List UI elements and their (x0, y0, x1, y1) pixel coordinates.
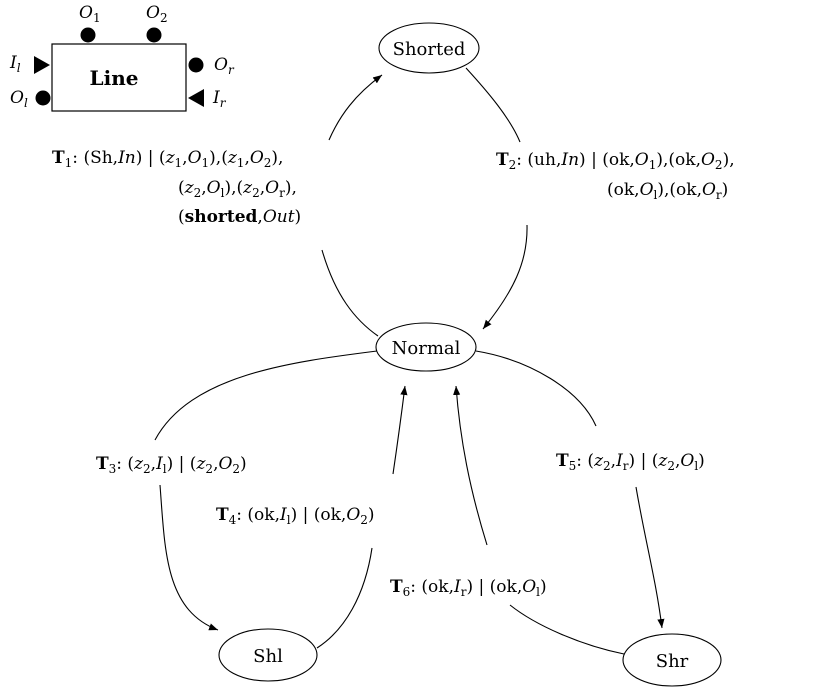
t2-line-1: T2: (uh,In) | (ok,O1),(ok,O2), (496, 150, 735, 172)
line-component: Line O1 O2 Il Or Ol Ir (9, 3, 235, 112)
port-il-label: Il (9, 53, 21, 75)
state-shr-ellipse (622, 633, 722, 687)
state-shorted-label: Shorted (393, 39, 466, 60)
edge-t3-upper (154, 350, 378, 441)
edge-t5-lower (635, 486, 665, 629)
state-shl-label: Shl (253, 646, 283, 667)
state-shl-ellipse (218, 628, 318, 682)
state-normal: Normal (375, 322, 477, 372)
transition-t6-label: T6: (ok,Ir) | (ok,Ol) (390, 577, 547, 599)
state-normal-ellipse (375, 322, 477, 372)
transition-t5-label: T5: (z2,Ir) | (z2,Ol) (556, 451, 705, 473)
state-normal-label: Normal (392, 338, 461, 359)
state-shr: Shr (622, 633, 722, 687)
port-il-arrow (34, 56, 50, 74)
port-ir-label: Ir (212, 88, 227, 110)
t1-line-2: (z2,Ol),(z2,Or), (178, 178, 297, 200)
port-o1-label: O1 (79, 3, 101, 25)
edge-t3-lower (159, 484, 219, 631)
edge-t4-lower (316, 547, 373, 649)
transition-t1-label: T1: (Sh,In) | (z1,O1),(z1,O2), (z2,Ol),(… (52, 148, 301, 227)
port-ol-dot (35, 90, 51, 106)
state-shl: Shl (218, 628, 318, 682)
line-component-title: Line (90, 66, 139, 90)
state-shr-label: Shr (656, 651, 689, 672)
port-or-label: Or (214, 55, 235, 77)
edge-t5-upper (475, 350, 597, 427)
t1-line-1: T1: (Sh,In) | (z1,O1),(z1,O2), (52, 148, 283, 170)
port-o2-label: O2 (146, 3, 168, 25)
edge-t6-lower (509, 604, 625, 655)
transition-t4-label: T4: (ok,Il) | (ok,O2) (216, 505, 375, 527)
edge-t4-upper (392, 385, 408, 475)
edge-t6-upper (453, 385, 488, 546)
port-ol-label: Ol (10, 88, 28, 110)
edge-t1-lower (321, 249, 379, 337)
edge-t2-lower (482, 224, 528, 330)
t2-line-2: (ok,Ol),(ok,Or) (607, 180, 728, 202)
port-ir-arrow (188, 89, 204, 107)
edge-t2-upper (465, 67, 521, 143)
port-o1-dot (80, 27, 96, 43)
edge-t1-upper (328, 74, 383, 141)
state-shorted: Shorted (378, 22, 480, 74)
line-component-box (51, 43, 187, 112)
port-or-dot (188, 57, 204, 73)
port-o2-dot (146, 27, 162, 43)
transition-t3-label: T3: (z2,Il) | (z2,O2) (96, 454, 247, 476)
transition-t2-label: T2: (uh,In) | (ok,O1),(ok,O2), (ok,Ol),(… (496, 150, 735, 202)
t1-line-3: (shorted,Out) (178, 207, 301, 227)
state-shorted-ellipse (378, 22, 480, 74)
